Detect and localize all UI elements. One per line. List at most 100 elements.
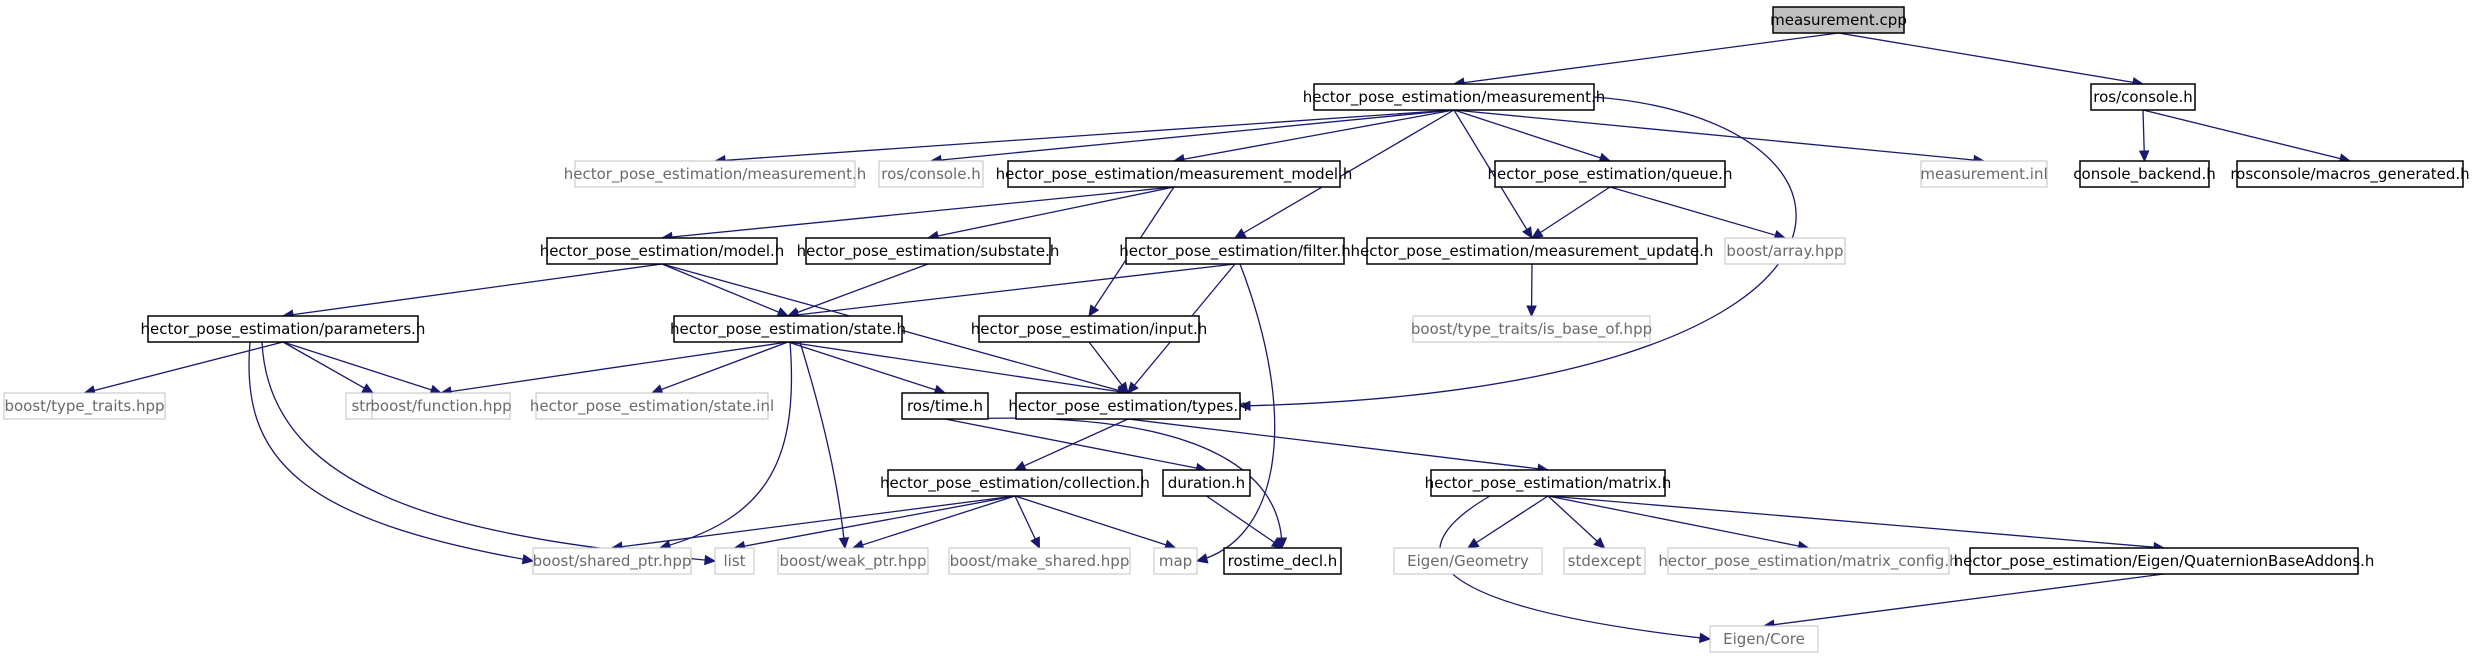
node-label: hector_pose_estimation/measurement_model… — [996, 165, 1353, 184]
node-label: hector_pose_estimation/input.h — [971, 320, 1208, 339]
node-n6[interactable]: hector_pose_estimation/queue.h — [1488, 160, 1733, 188]
node-label: hector_pose_estimation/measurement.h — [1303, 88, 1606, 107]
node-box — [805, 237, 1051, 265]
node-n13[interactable]: hector_pose_estimation/measurement_updat… — [1351, 237, 1714, 265]
edge-n1-to-n12-arrowhead — [1233, 228, 1247, 239]
edge-n15-to-n29-arrowhead — [704, 554, 717, 566]
edge-n27-to-n36 — [1547, 495, 1809, 549]
node-n1[interactable]: hector_pose_estimation/measurement.h — [1303, 83, 1606, 111]
node-label: rosconsole/macros_generated.h — [2230, 165, 2469, 184]
edge-n24-to-n27 — [1127, 418, 1549, 471]
node-n10[interactable]: hector_pose_estimation/model.h — [540, 237, 785, 265]
node-box — [1709, 625, 1819, 653]
node-n24[interactable]: hector_pose_estimation/types.h — [1008, 392, 1248, 420]
node-box — [673, 315, 903, 343]
node-box — [901, 392, 989, 420]
edge-n27-to-n38 — [1439, 495, 1711, 640]
node-box — [1430, 469, 1666, 497]
node-box — [1412, 315, 1651, 343]
edge-n15-to-n21 — [282, 341, 442, 394]
node-box — [1772, 6, 1905, 34]
edge-n1-to-n24-arrowhead — [1238, 400, 1251, 412]
node-label: console_backend.h — [2073, 165, 2215, 184]
node-label: ros/time.h — [907, 397, 983, 415]
edge-n27-to-n38-arrowhead — [1698, 632, 1712, 644]
node-n9[interactable]: rosconsole/macros_generated.h — [2230, 160, 2470, 188]
node-n15[interactable]: hector_pose_estimation/parameters.h — [141, 315, 426, 343]
edge-n10-to-n16 — [661, 263, 789, 317]
node-n8[interactable]: console_backend.h — [2073, 160, 2216, 188]
node-label: hector_pose_estimation/collection.h — [880, 474, 1150, 493]
node-label: hector_pose_estimation/types.h — [1008, 397, 1247, 416]
node-label: measurement.cpp — [1770, 11, 1907, 29]
edge-n16-to-n30 — [799, 341, 846, 549]
edge-n23-to-n26 — [944, 418, 1207, 471]
node-n29: list — [714, 547, 755, 575]
node-n2[interactable]: ros/console.h — [2090, 83, 2196, 111]
node-n36: hector_pose_estimation/matrix_config.h — [1658, 547, 1959, 575]
node-label: Eigen/Geometry — [1407, 552, 1529, 570]
edge-n24-to-n25 — [1014, 418, 1129, 471]
node-n38: Eigen/Core — [1709, 625, 1819, 653]
node-label: hector_pose_estimation/queue.h — [1488, 165, 1733, 184]
edge-n6-to-n14 — [1609, 186, 1786, 239]
node-box — [1494, 160, 1726, 188]
edge-n15-to-n19 — [84, 341, 284, 394]
edge-n25-to-n32 — [1014, 495, 1176, 549]
edge-n5-to-n11 — [927, 186, 1175, 239]
edge-n16-to-n24 — [787, 341, 1129, 394]
node-n27[interactable]: hector_pose_estimation/matrix.h — [1425, 469, 1672, 497]
edge-n6-to-n13 — [1531, 186, 1611, 239]
edge-n25-to-n28 — [611, 495, 1016, 549]
edge-n10-to-n16-arrowhead — [776, 307, 790, 317]
node-box — [1563, 547, 1646, 575]
node-label: boost/type_traits.hpp — [4, 397, 164, 416]
node-n0[interactable]: measurement.cpp — [1770, 6, 1907, 34]
node-box — [887, 469, 1143, 497]
node-box — [978, 315, 1200, 343]
edge-n26-to-n33 — [1206, 495, 1283, 549]
edge-n13-to-n18-arrowhead — [1526, 305, 1537, 318]
node-n30: boost/weak_ptr.hpp — [777, 547, 929, 575]
node-label: hector_pose_estimation/matrix.h — [1425, 474, 1672, 493]
edge-n27-to-n34-arrowhead — [1466, 537, 1480, 549]
edge-n25-to-n29 — [734, 495, 1016, 549]
node-label: hector_pose_estimation/state.h — [670, 320, 906, 339]
edge-n17-to-n24-arrowhead — [1117, 381, 1129, 394]
edge-n25-to-n31-arrowhead — [1030, 536, 1041, 550]
node-box — [714, 547, 755, 575]
node-n17[interactable]: hector_pose_estimation/input.h — [971, 315, 1208, 343]
node-n35: stdexcept — [1563, 547, 1646, 575]
node-label: ros/console.h — [2093, 88, 2192, 106]
node-box — [1162, 469, 1251, 497]
node-box — [532, 547, 692, 575]
edge-n1-to-n4 — [930, 109, 1455, 162]
node-n5[interactable]: hector_pose_estimation/measurement_model… — [996, 160, 1353, 188]
node-n21: boost/function.hpp — [370, 392, 512, 420]
edge-n16-to-n21 — [440, 341, 789, 394]
node-label: duration.h — [1168, 474, 1245, 492]
node-n33[interactable]: rostime_decl.h — [1223, 547, 1342, 575]
node-n25[interactable]: hector_pose_estimation/collection.h — [880, 469, 1150, 497]
node-label: hector_pose_estimation/measurement_updat… — [1351, 242, 1714, 261]
edge-n15-to-n28 — [248, 341, 534, 562]
node-label: hector_pose_estimation/model.h — [540, 242, 785, 261]
node-n32: map — [1153, 547, 1198, 575]
node-label: boost/type_traits/is_base_of.hpp — [1411, 320, 1652, 339]
node-n12[interactable]: hector_pose_estimation/filter.h — [1119, 237, 1351, 265]
edge-n1-to-n13 — [1453, 109, 1533, 239]
node-n28: boost/shared_ptr.hpp — [532, 547, 692, 575]
node-n16[interactable]: hector_pose_estimation/state.h — [670, 315, 906, 343]
node-label: boost/make_shared.hpp — [950, 552, 1130, 571]
node-label: boost/function.hpp — [370, 397, 511, 415]
node-n23[interactable]: ros/time.h — [901, 392, 989, 420]
edge-n2-to-n8-arrowhead — [2138, 150, 2150, 163]
edge-n1-to-n6 — [1453, 109, 1611, 162]
node-label: ros/console.h — [881, 165, 980, 183]
edge-n1-to-n12 — [1234, 109, 1455, 239]
node-n11[interactable]: hector_pose_estimation/substate.h — [797, 237, 1060, 265]
edge-n1-to-n3 — [714, 109, 1455, 162]
node-n26[interactable]: duration.h — [1162, 469, 1251, 497]
node-n37[interactable]: hector_pose_estimation/Eigen/QuaternionB… — [1954, 547, 2375, 575]
edge-n0-to-n2 — [1838, 32, 2144, 85]
